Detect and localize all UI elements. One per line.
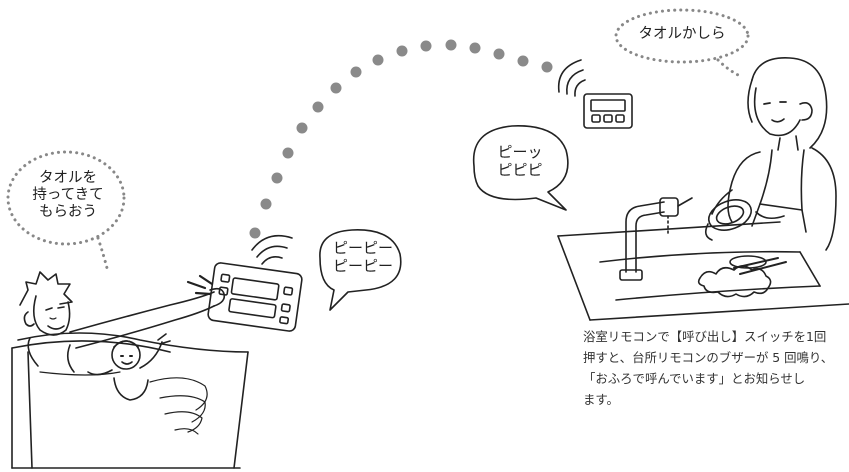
- mother-figure: [704, 57, 837, 251]
- caption-line-1: 浴室リモコンで【呼び出し】スイッチを1回: [583, 329, 827, 344]
- kitchen-counter: [557, 221, 849, 321]
- caption-line-4: ます。: [583, 392, 619, 407]
- bath-remote-bubble-line-1: ピーピー: [332, 239, 393, 257]
- kitchen-remote-speech-bubble: [472, 125, 569, 211]
- caption-line-2: 押すと、台所リモコンのブザーが 5 回鳴り、: [583, 350, 834, 365]
- kitchen-remote-icon: [583, 93, 633, 129]
- bathroom-remote-icon: [207, 262, 303, 332]
- bath-remote-speech-bubble: [319, 229, 402, 311]
- bath-remote-bubble-text: ピーピー ピーピー: [332, 239, 394, 275]
- child-bubble-line-2: 持ってきて: [32, 187, 104, 204]
- press-marks-icon: [186, 274, 214, 296]
- child-bubble-line-1: タオルを: [39, 170, 97, 186]
- mother-bubble-line-1: タオルかしら: [638, 26, 726, 42]
- kitchen-sound-waves-icon: [557, 59, 586, 97]
- kitchen-remote-bubble-line-1: ピーッ: [497, 143, 543, 161]
- mother-thought-bubble: [614, 8, 750, 78]
- kitchen-remote-bubble-text: ピーッ ピピピ: [488, 143, 552, 179]
- explanation-caption: 浴室リモコンで【呼び出し】スイッチを1回 押すと、台所リモコンのブザーが 5 回…: [583, 326, 845, 410]
- father-figure: [19, 271, 226, 373]
- child-bubble-text: タオルを 持ってきて もらおう: [30, 170, 106, 221]
- dishes-and-foam: [697, 255, 787, 298]
- signal-dot-arc: [249, 39, 553, 239]
- mother-bubble-text: タオルかしら: [630, 26, 734, 43]
- kitchen-remote-bubble-line-2: ピピピ: [497, 160, 543, 179]
- child-bubble-line-3: もらおう: [39, 204, 97, 221]
- bathroom-sound-waves-icon: [251, 234, 293, 265]
- child-thought-bubble: [6, 150, 126, 274]
- faucet-icon: [619, 197, 693, 281]
- caption-line-3: 「おふろで呼んでいます」とお知らせし: [583, 371, 806, 386]
- bath-remote-bubble-line-2: ピーピー: [332, 256, 393, 275]
- child-figure: [87, 333, 171, 401]
